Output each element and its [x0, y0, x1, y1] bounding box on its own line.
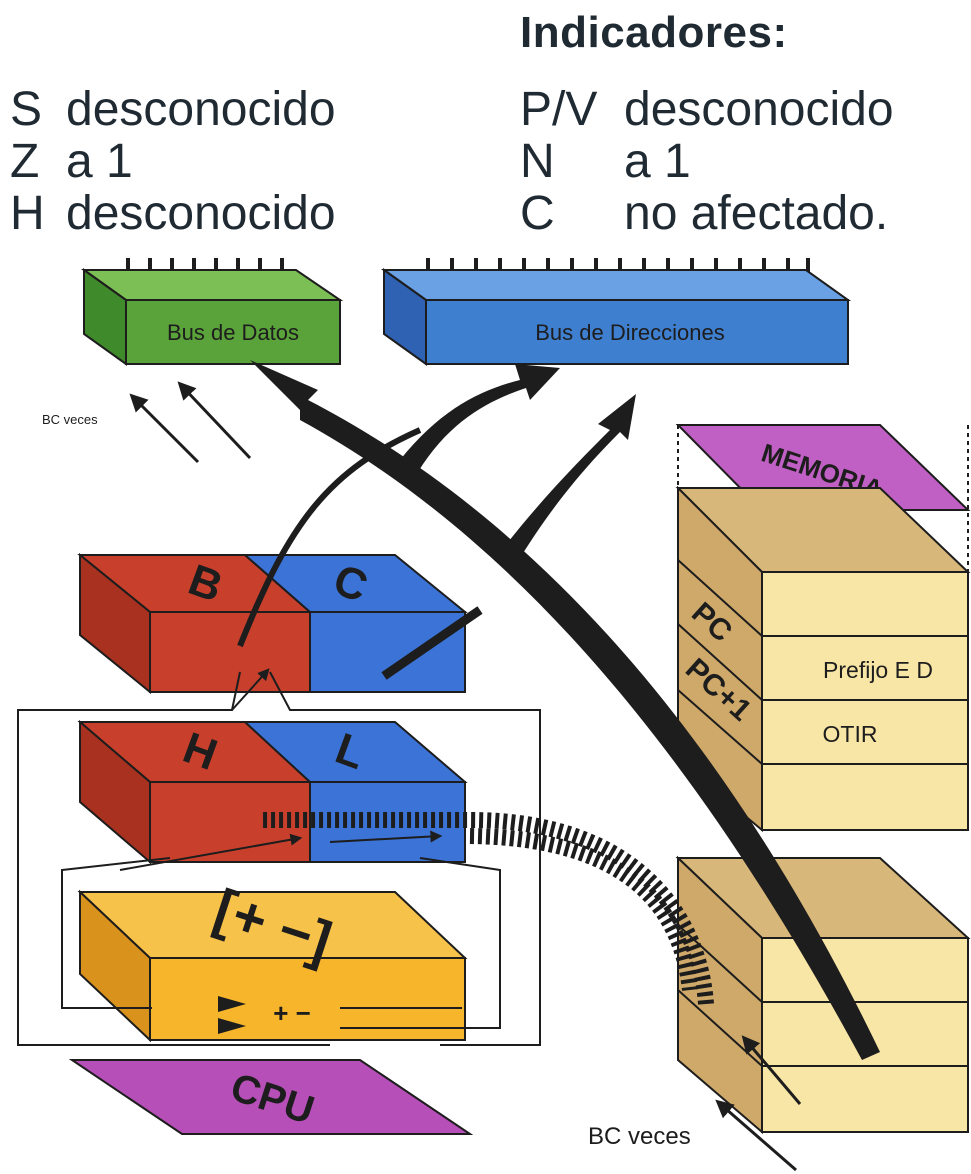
flag-letter: C: [520, 187, 555, 240]
alu-output-pointers: [218, 996, 246, 1034]
data-bus: Bus de Datos: [80, 258, 344, 366]
bc-times-top-label: BC veces: [42, 412, 98, 427]
flag-status: desconocido: [66, 83, 336, 136]
bc-times-bottom-label: BC veces: [588, 1123, 691, 1150]
flag-status: desconocido: [624, 83, 894, 136]
memory-cell-opcode: OTIR: [823, 721, 878, 747]
flag-status: a 1: [66, 135, 133, 188]
alu: [+ −] + −: [77, 876, 468, 1043]
flag-status: a 1: [624, 135, 691, 188]
memory-input-arrow-1: [715, 1099, 797, 1172]
flag-letter: P/V: [520, 83, 598, 136]
address-bus-label: Bus de Direcciones: [535, 320, 725, 345]
hl-input-arrow-2: [329, 830, 443, 843]
register-bc: B C: [77, 552, 468, 695]
flag-status: no afectado.: [624, 187, 889, 240]
flag-letter: N: [520, 135, 555, 188]
memory-bottom: [675, 855, 971, 1135]
data-out-arrow-2: [177, 381, 252, 460]
address-bus-arrow-2: [494, 394, 636, 568]
memory-to-hl-arrow-tail: [469, 828, 698, 991]
data-bus-label: Bus de Datos: [167, 320, 299, 345]
alu-ops-label: + −: [273, 998, 311, 1028]
flags-title: Indicadores:: [520, 8, 788, 57]
address-bus: Bus de Direcciones: [380, 258, 852, 366]
flag-letter: S: [10, 83, 43, 136]
b-to-address-bus-arrow: [237, 427, 422, 648]
c-to-address-bus-arrow: [381, 606, 483, 680]
h-input-arrow: [231, 668, 270, 711]
memory-cell-prefix: Prefijo E D: [823, 657, 933, 683]
flag-letter: Z: [10, 135, 40, 188]
address-bus-arrow-1: [400, 364, 560, 472]
flag-row-pv: P/V desconocido: [520, 86, 894, 134]
memory-input-arrow-2: [741, 1035, 802, 1105]
cpu-block: CPU: [68, 1059, 474, 1135]
memory-to-hl-arrow: [260, 812, 714, 1005]
cpu-wiring: [17, 671, 541, 1046]
hl-input-arrow-1: [119, 833, 303, 871]
memory-top: MEMORIA PC PC+1 Prefijo E D OTIR: [675, 424, 971, 833]
flag-letter: H: [10, 187, 45, 240]
flag-status: desconocido: [66, 187, 336, 240]
data-out-arrow-1: [129, 393, 200, 464]
register-hl: H L: [77, 719, 468, 865]
